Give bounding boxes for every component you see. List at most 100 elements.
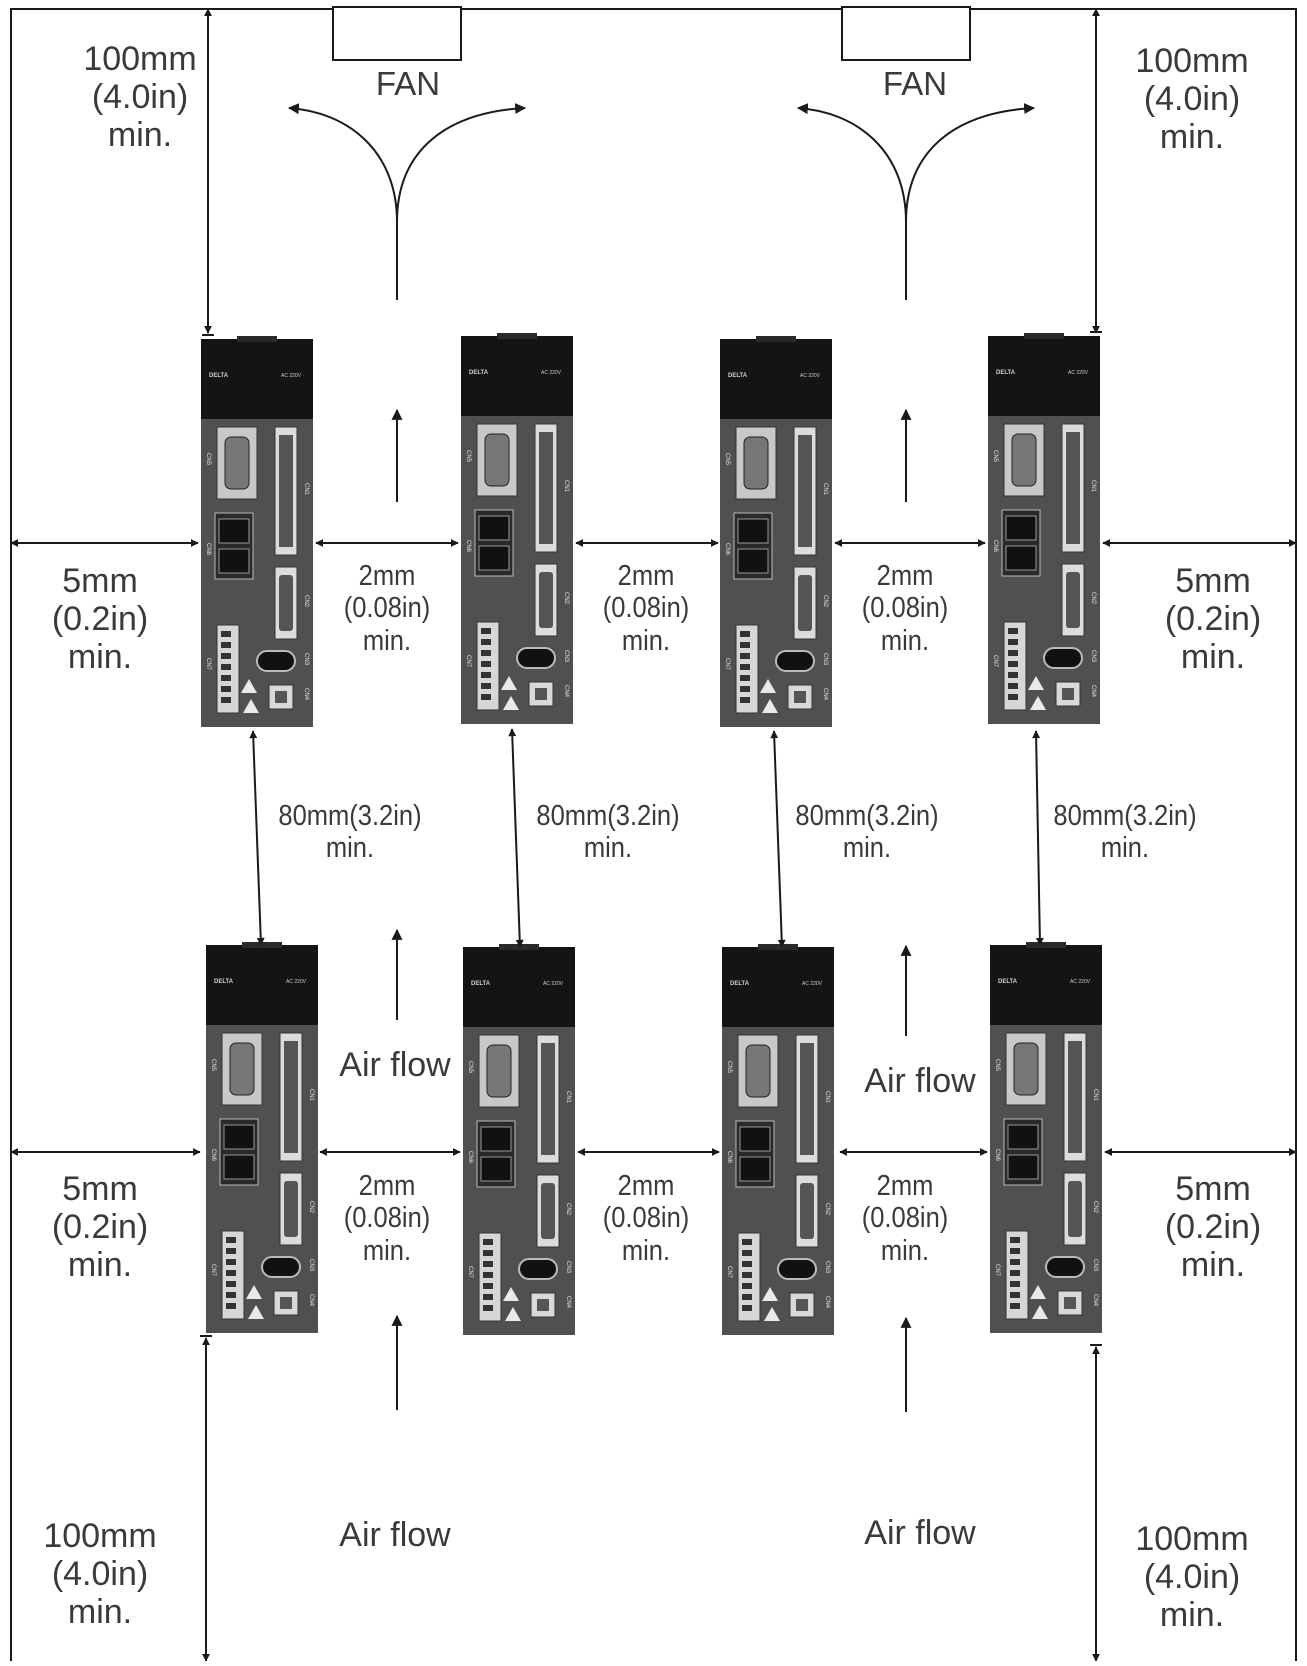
cn7-pin [1010,1259,1020,1265]
cn7-pin [1008,694,1018,700]
clearance-value-inch: (0.2in) [51,1208,149,1247]
fan-exhaust-curve-right [905,103,1036,223]
vertical-clearance-label-3: 80mm(3.2in) min. [779,800,955,865]
clearance-value: 5mm [1175,562,1251,600]
drive-top-panel [720,339,832,419]
cn6-jack-lower [223,1154,255,1180]
vertical-min: min. [1100,832,1150,865]
cn4-socket [1064,1297,1076,1309]
cn7-pin [1008,628,1018,634]
vertical-min: min. [583,832,633,865]
cn7-pin [226,1270,236,1276]
warning-icon [246,1285,262,1299]
cn7-pin [221,664,231,670]
clearance-min: min. [67,638,133,677]
connector-label: CN1 [1090,480,1096,493]
clearance-value-inch: (4.0in) [1143,80,1241,119]
connector-label: CN3 [822,653,828,666]
drive-top-tab [758,944,798,950]
cn2-socket [1066,572,1080,628]
clearance-value: 100mm [43,1517,157,1555]
cn7-pin [740,697,750,703]
connector-label: CN7 [724,658,730,671]
connector-label: CN7 [205,658,211,671]
connector-label: CN7 [994,1264,1000,1277]
cn2-socket [1068,1181,1082,1237]
cn5-socket [1013,1042,1039,1096]
warning-icon [501,676,517,690]
cn7-pin [226,1281,236,1287]
connector-label: CN5 [465,450,471,463]
cn3-port [518,1258,558,1280]
cn7-pin [1010,1281,1020,1287]
caution-icon [243,699,259,713]
vertical-min: min. [325,832,375,865]
cn6-jack-lower [480,1156,512,1182]
cn6-jack-upper [218,518,250,544]
warning-icon [762,1287,778,1301]
cn7-pin [483,1294,493,1300]
drive-voltage: AC 220V [281,373,302,379]
clearance-value: 100mm [1135,42,1249,80]
connector-label: CN1 [303,483,309,496]
cn7-pin [742,1250,752,1256]
drive-top-panel [206,945,318,1025]
cn7-pin [221,686,231,692]
connector-label: CN1 [565,1091,571,1104]
connector-label: CN6 [205,543,211,556]
cn4-socket [1062,688,1074,700]
cn4-socket [275,691,287,703]
cn7-pin [481,694,491,700]
drive-logo: DELTA [728,373,748,379]
drive-top-panel [990,945,1102,1025]
caution-icon [1032,1305,1048,1319]
connector-label: CN1 [824,1091,830,1104]
cn2-socket [539,572,553,628]
connector-label: CN7 [210,1264,216,1277]
gap-value: 2mm [358,1170,416,1202]
row2-gap1-clearance-label: 2mm (0.08in) min. [330,1170,444,1267]
gap-value-inch: (0.08in) [343,592,431,625]
cn4-socket [794,691,806,703]
drive-voltage: AC 220V [541,370,562,376]
clearance-min: min. [1159,118,1225,157]
cn7-pin [742,1283,752,1289]
cn7-pin [221,675,231,681]
drive-top-tab [242,942,282,948]
connector-label: CN2 [563,592,569,605]
cn5-socket [1011,433,1037,487]
warning-icon [1028,676,1044,690]
cn4-socket [280,1297,292,1309]
connector-label: CN1 [563,480,569,493]
gap-value: 2mm [358,560,416,592]
gap-value: 2mm [876,1170,934,1202]
cn7-pin [483,1283,493,1289]
cn7-pin [740,675,750,681]
top-right-clearance-label: 100mm (4.0in) min. [1102,42,1282,156]
cn2-socket [284,1181,298,1237]
cn6-jack-lower [478,545,510,571]
cn6-jack-upper [223,1124,255,1150]
cn6-jack-upper [737,518,769,544]
drive-top-tab [237,336,277,342]
fan-exhaust-curve-left [796,103,907,300]
connector-label: CN4 [1092,1294,1098,1307]
connector-label: CN7 [992,655,998,668]
clearance-value: 5mm [62,562,138,600]
cn1-socket [539,432,553,544]
row1-gap1-clearance-label: 2mm (0.08in) min. [330,560,444,657]
cn4-socket [796,1299,808,1311]
connector-label: CN4 [308,1294,314,1307]
clearance-value: 100mm [83,40,197,78]
cn1-socket [284,1041,298,1153]
cn7-pin [1008,639,1018,645]
row1-left-side-clearance-label: 5mm (0.2in) min. [20,562,180,676]
cn7-pin [481,628,491,634]
cn7-pin [742,1294,752,1300]
cn3-port [256,650,296,672]
cn7-pin [221,642,231,648]
